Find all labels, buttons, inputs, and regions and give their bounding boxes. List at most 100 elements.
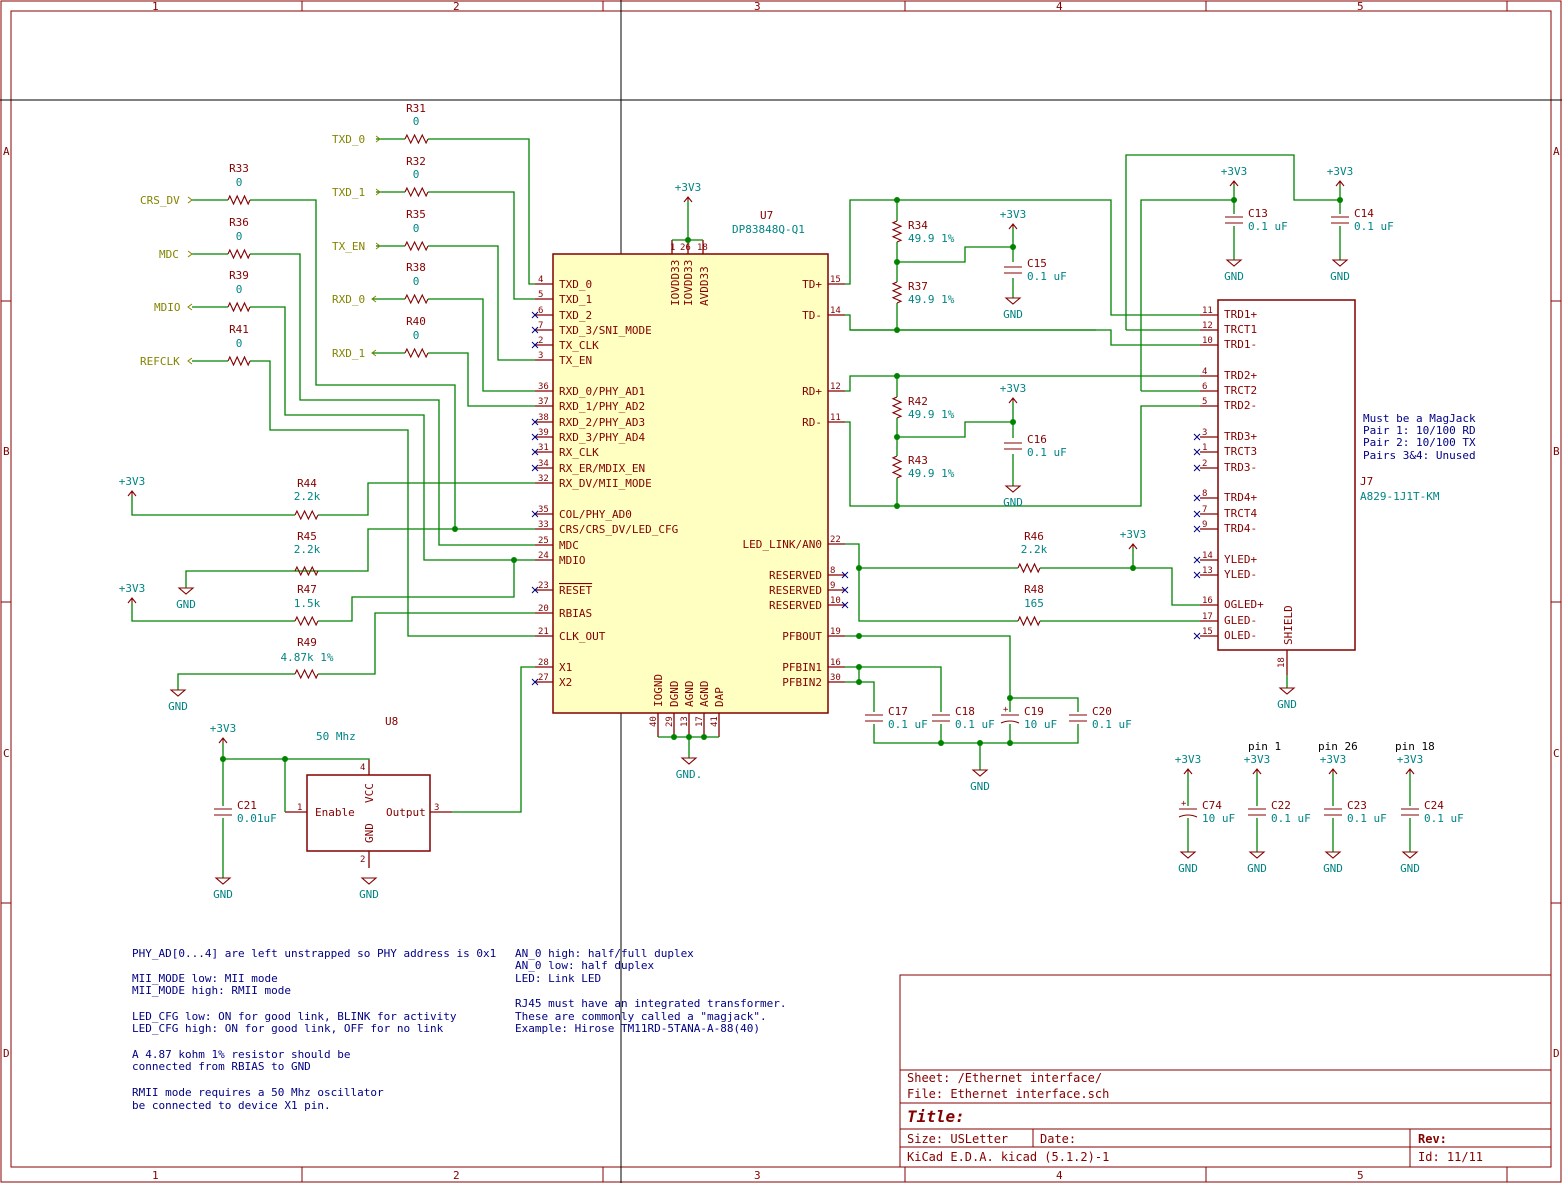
gnd-label: GND — [1003, 308, 1023, 321]
osc-pin-enable: Enable — [315, 806, 355, 819]
no-connect-mark — [531, 464, 539, 472]
capacitor-ref: C23 — [1347, 799, 1367, 812]
jack-pin-name: TRCT2 — [1224, 384, 1257, 397]
oscillator-u8[interactable]: U8 50 Mhz Enable Output VCC GND 4 1 3 2 — [285, 715, 452, 868]
resistor-value: 0 — [413, 168, 420, 181]
net-label-txd1: TXD_1 — [332, 186, 365, 199]
resistor-value: 2.2k — [294, 543, 321, 556]
jack-pin-name: YLED- — [1224, 568, 1257, 581]
phy-pin-number: 7 — [538, 321, 543, 331]
phy-pin-number: 15 — [830, 275, 841, 285]
no-connect-mark — [531, 678, 539, 686]
phy-u7[interactable]: U7 DP83848Q-Q1 1 26 18 IOVDD33 IOVDD33 A… — [531, 209, 849, 737]
phy-pin-name: RXD_1/PHY_AD2 — [559, 400, 645, 413]
resistor-value: 165 — [1024, 597, 1044, 610]
gnd-symbol: GND — [1277, 687, 1297, 711]
capacitor-value: 0.1 uF — [1354, 220, 1394, 233]
jack-note-3: Pair 2: 10/100 TX — [1363, 436, 1476, 449]
phy-pin-name: TXD_0 — [559, 278, 592, 291]
phy-pin-number: 20 — [538, 604, 549, 614]
phy-pin-number: 38 — [538, 413, 549, 423]
jack-ref: J7 — [1360, 475, 1373, 488]
phy-pin-name: RX_DV/MII_MODE — [559, 477, 652, 490]
capacitor-ref: C15 — [1027, 257, 1047, 270]
gnd-label: GND — [1224, 270, 1244, 283]
capacitor-value: 0.1 uF — [955, 718, 995, 731]
osc-pin-4: 4 — [360, 763, 365, 773]
resistor-value: 49.9 1% — [908, 467, 955, 480]
net-label-refclk: REFCLK — [140, 355, 180, 368]
vcc-label: +3V3 — [119, 475, 146, 488]
phy-pin-29: 29 — [665, 716, 675, 727]
gnd-label: GND — [970, 780, 990, 793]
resistor-value: 49.9 1% — [908, 232, 955, 245]
phy-pin-name: TD+ — [802, 278, 822, 291]
vcc-label: +3V3 — [1221, 165, 1248, 178]
jack-pin-name: TRD2+ — [1224, 369, 1257, 382]
no-connect-mark — [1193, 525, 1201, 533]
resistor-value: 4.87k 1% — [281, 651, 334, 664]
resistor-value: 0 — [413, 275, 420, 288]
osc-ref: U8 — [385, 715, 398, 728]
size-label: Size: USLetter — [907, 1132, 1008, 1146]
resistor-value: 49.9 1% — [908, 408, 955, 421]
osc-pin-gnd: GND — [363, 823, 376, 843]
jack-pin-number: 17 — [1202, 612, 1213, 622]
net-label-rxd1: RXD_1 — [332, 347, 365, 360]
vcc-label: +3V3 — [210, 722, 237, 735]
net-labels: TXD_0 TXD_1 TX_EN RXD_0 RXD_1 CRS_DV MDC… — [140, 133, 381, 368]
phy-pin-name: RD+ — [802, 385, 822, 398]
phy-pin-name: X2 — [559, 676, 572, 689]
gnd-symbol: GND — [970, 769, 990, 793]
phy-pin-41: 41 — [710, 716, 720, 727]
col-3-top: 3 — [754, 0, 761, 13]
note-line: Example: Hirose TM11RD-5TANA-A-88(40) — [515, 1022, 760, 1035]
net-label-rxd0: RXD_0 — [332, 293, 365, 306]
jack-pin-number: 8 — [1202, 489, 1207, 499]
kicad-version: KiCad E.D.A. kicad (5.1.2)-1 — [907, 1150, 1109, 1164]
phy-pin-number: 24 — [538, 551, 549, 561]
gnd-symbol: GND — [1224, 259, 1244, 283]
phy-pin-name: RXD_3/PHY_AD4 — [559, 431, 645, 444]
phy-right-pins: 15TD+14TD-12RD+11RD-22LED_LINK/AN08RESER… — [743, 275, 849, 689]
phy-pin-name: RX_ER/MDIX_EN — [559, 462, 645, 475]
gnd-label: GND — [168, 700, 188, 713]
jack-pin-number: 1 — [1202, 443, 1207, 453]
capacitor-value: 0.1 uF — [1092, 718, 1132, 731]
net-label-txd0: TXD_0 — [332, 133, 365, 146]
